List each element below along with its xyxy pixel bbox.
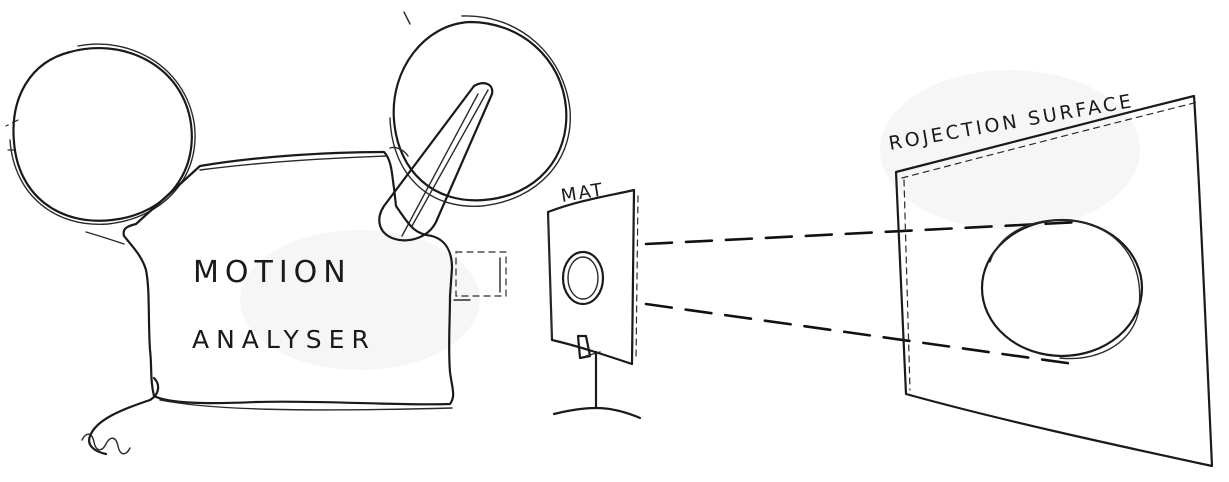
- mat-aperture: [563, 252, 603, 304]
- analyser-label-line1: MOTION: [193, 255, 352, 290]
- analyser-label-line2: ANALYSER: [192, 325, 376, 354]
- mat-board: [548, 190, 634, 364]
- film-link-left: [86, 232, 124, 244]
- mat-label: MAT: [559, 179, 605, 207]
- motion-analyser: MOTION ANALYSER: [4, 12, 570, 454]
- film-link-right: [390, 147, 408, 156]
- right-reel: [390, 12, 570, 206]
- power-cord: [82, 378, 158, 454]
- mat-stand: [554, 336, 640, 418]
- beam-lower: [646, 304, 1074, 364]
- mat: MAT: [548, 179, 640, 418]
- film-arm: [379, 83, 492, 240]
